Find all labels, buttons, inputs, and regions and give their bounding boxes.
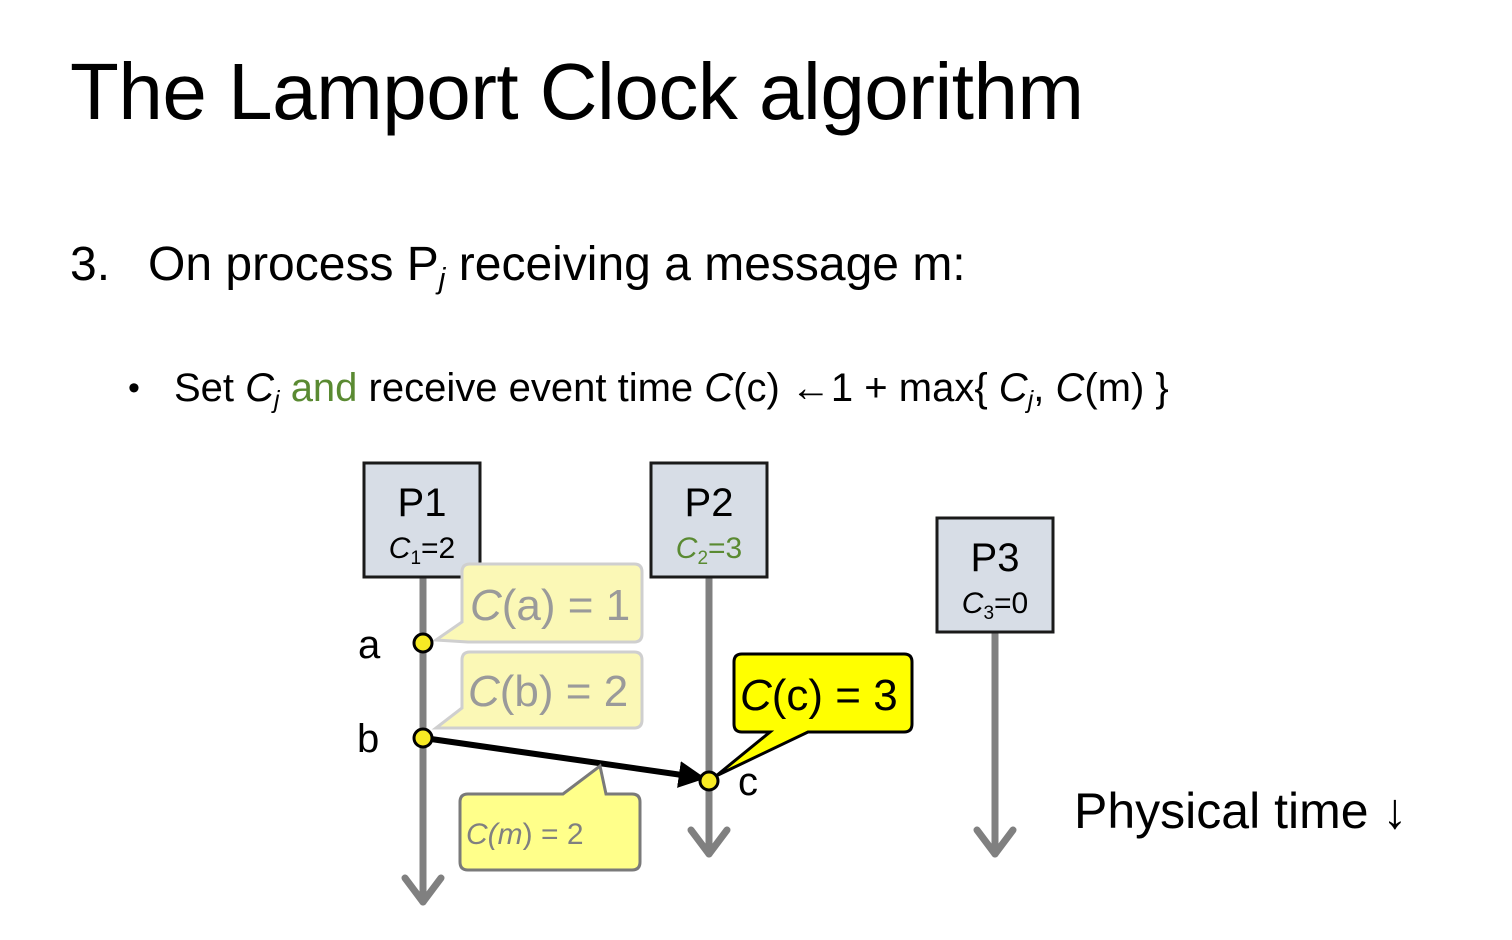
- p3-timeline-arrowhead: [973, 826, 1017, 858]
- physical-time-label: Physical time ↓: [1074, 783, 1407, 839]
- p1-clock: C1=2: [389, 532, 455, 569]
- bullet-set: Set: [174, 366, 246, 410]
- callout-a-value: (a) = 1: [502, 581, 630, 630]
- callout-b: [431, 650, 644, 730]
- bullet-cm: (m) }: [1084, 366, 1169, 410]
- p3-clock: C3=0: [962, 587, 1028, 624]
- event-a-label: a: [358, 623, 381, 667]
- p3-clock-sub: 3: [983, 603, 994, 624]
- callout-a-var: C: [470, 581, 503, 630]
- message-arrow: [423, 735, 706, 788]
- p3-clock-var: C: [962, 587, 984, 620]
- p3-clock-value: =0: [994, 587, 1028, 620]
- callout-a-text: C(a) = 1: [470, 581, 630, 630]
- step-number: 3.: [70, 238, 111, 291]
- event-a-dot: [412, 632, 434, 654]
- bullet-arrow: ←: [790, 366, 831, 410]
- callout-b-var: C: [468, 667, 501, 716]
- callout-c-var: C: [740, 671, 773, 720]
- bullet-rest1: receive event time: [357, 366, 705, 410]
- message-var: C(m: [466, 818, 523, 851]
- message-callout: [458, 763, 642, 872]
- p1-box: [362, 461, 482, 579]
- bullet-max-cj-sub: j: [1027, 386, 1034, 414]
- p2-clock-sub: 2: [697, 548, 708, 569]
- event-c-label: c: [738, 760, 758, 804]
- slide-title: The Lamport Clock algorithm: [70, 47, 1084, 136]
- bullet-cc: (c): [733, 366, 791, 410]
- p3-name: P3: [971, 536, 1020, 580]
- bullet-rule: •Set Cj and receive event time C(c) ←1 +…: [128, 364, 1169, 414]
- event-c-dot: [698, 770, 720, 792]
- event-b-dot: [412, 727, 434, 749]
- p1-timeline-arrowhead: [401, 874, 445, 906]
- message-callout-text: C(m) = 2: [466, 818, 584, 851]
- message-value: ) = 2: [523, 818, 584, 851]
- event-b-label: b: [357, 717, 379, 761]
- callout-c-text: C(c) = 3: [740, 671, 898, 720]
- callout-a: [431, 562, 644, 644]
- bullet-max-cj: C: [998, 366, 1028, 410]
- step-prefix: On process P: [148, 238, 439, 291]
- bullet-c-of-c: C: [704, 366, 734, 410]
- callout-b-text: C(b) = 2: [468, 667, 628, 716]
- p1-name: P1: [398, 481, 447, 525]
- p2-clock: C2=3: [676, 532, 742, 569]
- bullet-cj-sub: j: [274, 386, 280, 414]
- p2-box: [649, 461, 769, 579]
- step-subscript: j: [438, 262, 446, 296]
- p1-clock-var: C: [389, 532, 411, 565]
- p2-clock-value: =3: [708, 532, 742, 565]
- bullet-max-cm: C: [1055, 366, 1085, 410]
- p2-clock-var: C: [676, 532, 698, 565]
- p1-clock-value: =2: [421, 532, 455, 565]
- step-suffix: receiving a message m:: [445, 238, 966, 291]
- bullet-and: and: [290, 366, 358, 410]
- callout-b-value: (b) = 2: [500, 667, 628, 716]
- p2-name: P2: [685, 481, 734, 525]
- bullet-comma: ,: [1033, 366, 1056, 410]
- step-heading: 3. On process Pj receiving a message m:: [70, 236, 966, 294]
- p2-timeline-arrowhead: [687, 826, 731, 858]
- bullet-marker: •: [128, 369, 140, 407]
- callout-c: [715, 652, 914, 778]
- bullet-rest2: 1 + max{: [830, 366, 999, 410]
- callout-c-value: (c) = 3: [772, 671, 898, 720]
- bullet-cj: C: [245, 366, 275, 410]
- p3-box: [935, 516, 1055, 634]
- p1-clock-sub: 1: [410, 548, 421, 569]
